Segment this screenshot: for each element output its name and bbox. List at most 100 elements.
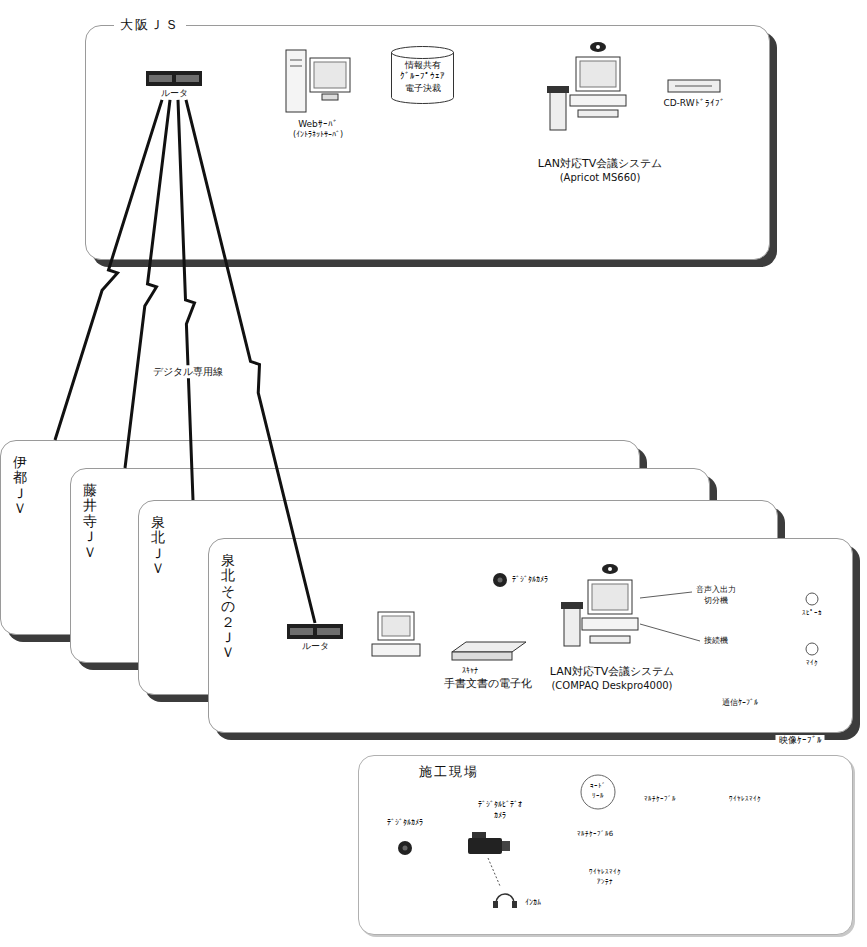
callout-label: ｺｰﾄﾞ (590, 782, 606, 790)
site-name: 泉北ＪＶ (151, 515, 165, 577)
keyboard (590, 636, 630, 643)
video-camera-lens (502, 841, 510, 851)
monitor-screen (592, 584, 628, 610)
callout-label: LAN対応TV会議システム (538, 158, 662, 171)
server-monitor (310, 58, 350, 92)
callout-label: ｽｷｬﾅ (462, 666, 478, 675)
headset-ear (512, 901, 517, 908)
callout-label: 音声入出力 (696, 585, 736, 594)
router-panel (290, 628, 313, 635)
router-body (146, 71, 202, 86)
digital-leased-line (186, 100, 315, 623)
callout-label: (ｲﾝﾄﾗﾈｯﾄｻｰﾊﾞ) (293, 130, 343, 139)
callout-label: Webｻｰﾊﾞ (298, 119, 338, 129)
video-camera-viewfinder (472, 832, 486, 838)
pc-base (570, 95, 626, 106)
monitor-screen (382, 616, 410, 636)
pc-base (372, 644, 420, 656)
callout-label: ｶﾒﾗ (494, 811, 506, 820)
camera-lens (608, 567, 612, 571)
router-panel (149, 75, 172, 82)
handset (547, 86, 569, 93)
router-icon (287, 624, 343, 639)
handset (561, 602, 583, 609)
router-icon (146, 71, 202, 86)
callout-label: ﾜｲﾔﾚｽﾏｲｸ (589, 868, 621, 876)
pc-monitor (378, 612, 414, 640)
router-panel (176, 75, 199, 82)
scanner-body (452, 652, 512, 660)
keyboard (578, 110, 618, 117)
leader-line (640, 624, 700, 641)
database-cylinder: 情報共有 ｸﾞﾙｰﾌﾟｳｪｱ 電子決裁 (391, 46, 454, 104)
callout-label: ｽﾋﾟｰｶ (802, 609, 822, 617)
callout-label: ﾏﾙﾁｹｰﾌﾞﾙ6 (577, 830, 613, 838)
router-device: ルータ (287, 624, 343, 652)
callout-label: 切分機 (704, 596, 728, 605)
callout-label: ｱﾝﾃﾅ (597, 878, 613, 886)
site-name: 泉北その２ＪＶ (221, 553, 235, 661)
digital-camera (398, 841, 412, 855)
video-camera-eye (590, 42, 606, 52)
digital-leased-line (125, 100, 170, 468)
callout-label: ﾃﾞｼﾞﾀﾙｶﾒﾗ (512, 575, 548, 584)
callout-label: 通信ｹｰﾌﾞﾙ (722, 698, 758, 707)
callout-label: ﾘｰﾙ (592, 792, 604, 800)
database-label: 情報共有 ｸﾞﾙｰﾌﾟｳｪｱ 電子決裁 (400, 60, 445, 94)
camera-lens (498, 578, 503, 583)
drive-slot (675, 86, 712, 87)
telephone (550, 90, 566, 130)
headset-ear (493, 901, 498, 908)
line-label: デジタル専用線 (149, 365, 227, 379)
video-camera-eye (602, 564, 618, 574)
callout-label: ﾏｲｸ (806, 659, 818, 667)
callout-label: (Apricot MS660) (560, 172, 641, 184)
router-label: ルータ (302, 642, 329, 652)
router-device: ルータ (146, 71, 202, 99)
digital-leased-line (178, 100, 195, 500)
cylinder-body (392, 52, 454, 104)
camera-lens (596, 45, 600, 49)
monitor-screen (580, 61, 616, 87)
digital-camera (493, 573, 507, 587)
digital-leased-line (55, 100, 162, 440)
callout-label: 手書文書の電子化 (444, 678, 532, 691)
callout-label: ﾃﾞｼﾞﾀﾙﾋﾞﾃﾞｵ (478, 800, 522, 809)
site-panel: 大阪ＪＳルータ情報共有 ｸﾞﾙｰﾌﾟｳｪｱ 電子決裁 (85, 25, 770, 260)
monitor-screen (314, 62, 346, 88)
cylinder-top (392, 47, 454, 59)
leader-line (640, 592, 692, 598)
router-panel (317, 628, 340, 635)
microphone-symbol (806, 643, 818, 655)
site-name: 藤井寺ＪＶ (83, 483, 97, 560)
telephone (564, 606, 580, 646)
callout-label: CD-RWﾄﾞﾗｲﾌﾞ (663, 98, 724, 108)
callout-label: ﾏﾙﾁｹｰﾌﾞﾙ (644, 795, 676, 803)
callout-label: 接続機 (704, 636, 728, 645)
tv-monitor (576, 57, 620, 91)
monitor-stand (322, 94, 338, 100)
scanner-lid (452, 642, 526, 652)
callout-label: ｲﾝｶﾑ (525, 898, 541, 907)
camera-lens (403, 846, 408, 851)
speaker-symbol (806, 593, 818, 605)
cd-rw-drive (668, 80, 720, 92)
callout-label: LAN対応TV会議システム (550, 666, 674, 679)
cord-reel-coil (581, 775, 615, 809)
site-name: 施工現場 (419, 764, 479, 780)
drive-slot (290, 60, 302, 61)
video-camera-body (468, 838, 502, 854)
pc-base (582, 618, 638, 630)
router-label: ルータ (161, 89, 188, 99)
site-name: 伊都ＪＶ (13, 455, 27, 517)
site-name: 大阪ＪＳ (114, 17, 186, 33)
router-body (287, 624, 343, 639)
server-tower (286, 50, 306, 112)
drive-slot (290, 66, 302, 67)
cable-line (488, 858, 500, 886)
headset-band (496, 894, 514, 903)
